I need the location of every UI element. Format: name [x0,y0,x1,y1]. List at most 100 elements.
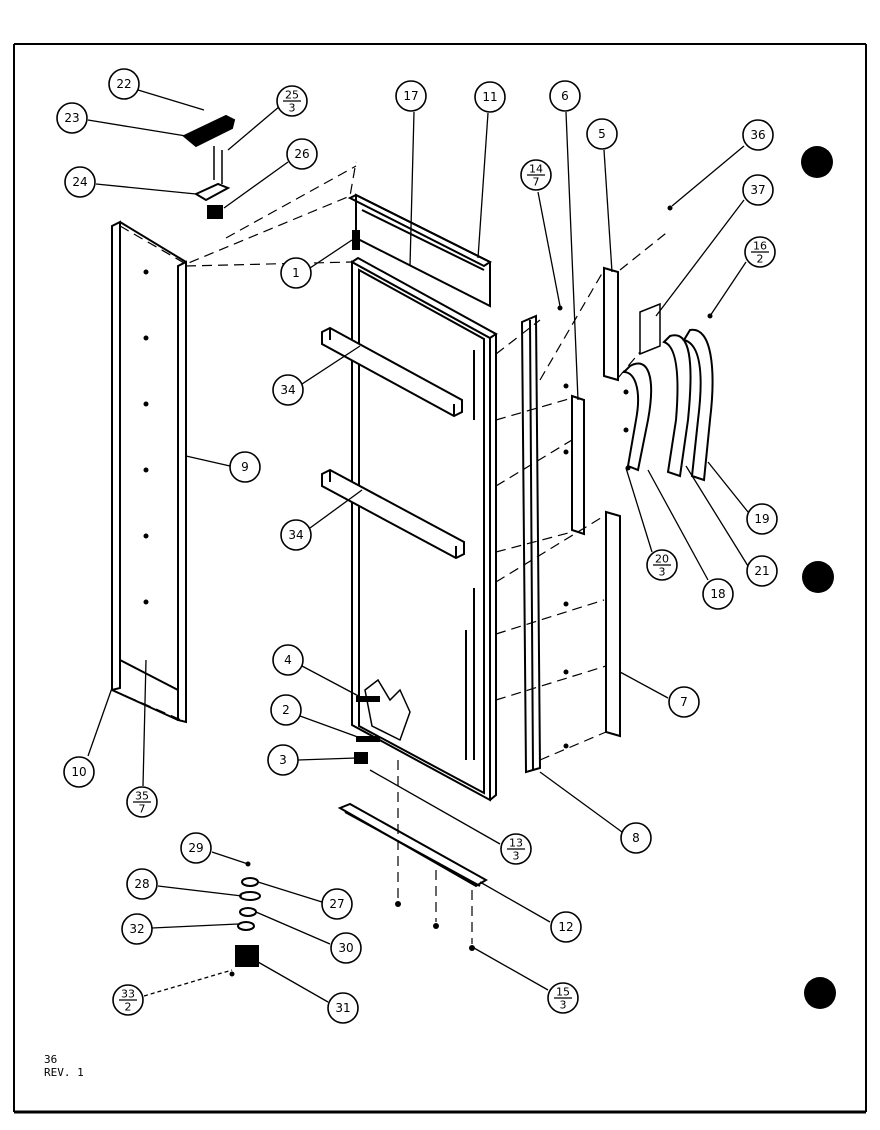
callout-circle [64,166,96,198]
callout-number: 9 [241,460,249,474]
shelf-rail-upper [321,326,463,418]
callout-circle [746,555,778,587]
callout-c18: 18 [702,578,734,610]
callout-number: 3 [279,753,287,767]
callout-denominator: 3 [659,566,666,579]
callout-c20: 203 [646,549,678,581]
callout-number: 10 [71,765,86,779]
callout-c24: 24 [64,166,96,198]
callout-numerator: 35 [135,790,149,803]
callout-c11: 11 [474,81,506,113]
bottom-plate [337,802,488,888]
top-hinge-assembly [182,114,236,219]
callout-number: 8 [632,831,640,845]
callout-numerator: 33 [121,988,135,1001]
screw-dots [229,205,713,977]
callout-denominator: 2 [125,1001,132,1014]
bottom-hinge-parts [354,696,380,764]
callout-circle [180,832,212,864]
strip-6 [571,394,585,536]
callout-c21: 21 [746,555,778,587]
callout-circle [63,756,95,788]
strip-7 [605,510,621,738]
callout-circle [474,81,506,113]
callout-c14: 147 [520,159,552,191]
callout-c6: 6 [549,80,581,112]
callout-circle [272,644,304,676]
page-number: 36 [44,1053,58,1066]
callout-c34b: 34 [280,519,312,551]
callout-number: 17 [403,89,418,103]
callout-number: 31 [335,1001,350,1015]
callout-number: 34 [288,528,303,542]
callout-circle [126,868,158,900]
callout-numerator: 25 [285,89,299,102]
screw-row-left [143,269,149,605]
callout-numerator: 15 [556,986,570,999]
callout-denominator: 3 [513,850,520,863]
callout-circle [270,694,302,726]
label-37 [639,302,661,356]
callout-circle [272,374,304,406]
callout-circle [321,888,353,920]
callout-circle [549,80,581,112]
callout-number: 6 [561,89,569,103]
callout-number: 29 [188,841,203,855]
callout-c28: 28 [126,868,158,900]
lower-hinge-stack [235,877,261,967]
callout-circle [330,932,362,964]
callout-circle [742,174,774,206]
hinge-bolt [352,230,360,250]
callout-circle [586,118,618,150]
assembly-dash-lines [111,161,671,944]
callout-c13: 133 [500,833,532,865]
callout-circle [267,744,299,776]
callout-c31: 31 [327,992,359,1024]
callout-circle [550,911,582,943]
callout-c29: 29 [180,832,212,864]
callout-number: 5 [598,127,606,141]
callout-c32: 32 [121,913,153,945]
callout-c9: 9 [229,451,261,483]
door-panel [350,256,498,802]
callout-c10: 10 [63,756,95,788]
callout-circle [280,257,312,289]
strip-5 [603,266,619,382]
callout-number: 34 [280,383,295,397]
callout-c23: 23 [56,102,88,134]
callout-number: 7 [680,695,688,709]
callout-number: 26 [294,147,309,161]
callout-c26: 26 [286,138,318,170]
callout-number: 4 [284,653,292,667]
binder-hole [802,561,834,593]
callout-c12: 12 [550,911,582,943]
callout-number: 2 [282,703,290,717]
callout-c2: 2 [270,694,302,726]
callout-c1: 1 [280,257,312,289]
callout-number: 21 [754,564,769,578]
callout-number: 12 [558,920,573,934]
callout-number: 11 [482,90,497,104]
callout-c7: 7 [668,686,700,718]
page-footer: 36 REV. 1 [44,1053,84,1079]
leader-lines [87,89,749,1003]
callout-denominator: 3 [289,102,296,115]
callout-c30: 30 [330,932,362,964]
page-border [13,43,867,1114]
callout-number: 28 [134,877,149,891]
callout-circle [742,119,774,151]
callout-number: 24 [72,175,87,189]
callout-c37: 37 [742,174,774,206]
callout-c25: 253 [276,85,308,117]
callout-circle [395,80,427,112]
callout-number: 32 [129,922,144,936]
callout-c19: 19 [746,503,778,535]
callout-circle [668,686,700,718]
callout-number: 27 [329,897,344,911]
callout-circle [620,822,652,854]
callout-denominator: 3 [560,999,567,1012]
binder-hole [801,146,833,178]
callout-circle [229,451,261,483]
